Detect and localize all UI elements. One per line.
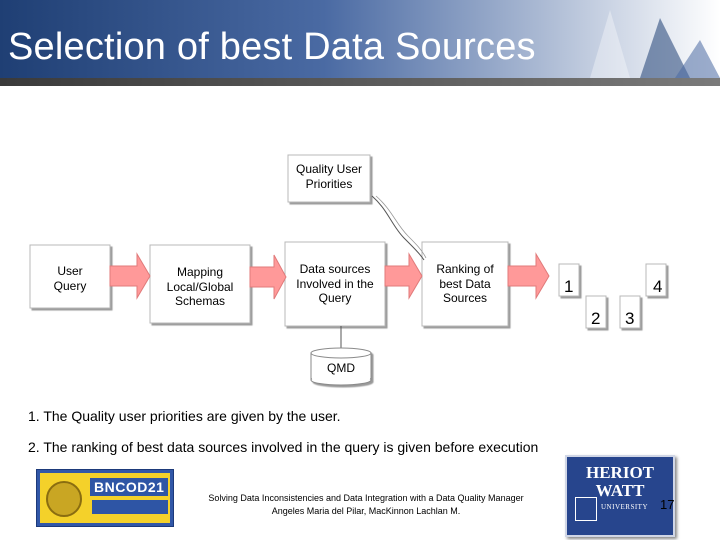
bncod-logo: BNCOD21 <box>36 469 174 527</box>
quality-priorities-label: Quality User Priorities <box>288 162 370 191</box>
qmd-database <box>310 347 372 386</box>
mapping-label: Mapping Local/Global Schemas <box>150 265 250 309</box>
user-query-box <box>29 244 111 309</box>
priorities-to-ranking-connector <box>371 195 425 261</box>
user-query-label: User Query <box>30 264 110 293</box>
data-sources-label: Data sources Involved in the Query <box>285 262 385 306</box>
ranking-text: Ranking of best Data Sources <box>436 262 494 305</box>
ranking-box <box>421 241 509 327</box>
footer-credits: Solving Data Inconsistencies and Data In… <box>186 492 546 518</box>
heriot-watt-logo: HERIOT WATT UNIVERSITY <box>565 455 675 537</box>
arrow-ranking-to-output <box>507 252 550 300</box>
heriot-watt-line-2: WATT <box>595 481 645 500</box>
note-1: 1. The Quality user priorities are given… <box>28 408 341 424</box>
mapping-text: Mapping Local/Global Schemas <box>166 265 234 308</box>
qmd-text: QMD <box>327 361 355 375</box>
number-3: 3 <box>625 309 635 328</box>
data-sources-box <box>284 241 386 327</box>
header-decoration <box>590 10 720 78</box>
heriot-watt-subtitle: UNIVERSITY <box>601 503 648 511</box>
bncod-logo-strip <box>92 500 168 514</box>
number-4: 4 <box>653 277 663 296</box>
number-box-2 <box>585 295 607 329</box>
arrow-sources-to-ranking <box>384 252 423 300</box>
note-2: 2. The ranking of best data sources invo… <box>28 439 539 455</box>
header-divider <box>0 78 720 86</box>
mapping-box <box>149 244 251 324</box>
number-box-4 <box>645 263 667 297</box>
bncod-logo-background: BNCOD21 <box>40 473 170 523</box>
qmd-label: QMD <box>311 361 371 376</box>
slide-header: Selection of best Data Sources <box>0 0 720 78</box>
quality-priorities-text: Quality User Priorities <box>295 162 363 191</box>
arrow-mapping-to-sources <box>249 254 287 300</box>
footer-line-2: Angeles Maria del Pilar, MacKinnon Lachl… <box>271 506 461 516</box>
number-2: 2 <box>591 309 601 328</box>
number-1: 1 <box>564 277 574 296</box>
footer-line-1: Solving Data Inconsistencies and Data In… <box>208 493 524 503</box>
user-query-text: User Query <box>53 264 87 293</box>
slide-title: Selection of best Data Sources <box>8 26 536 68</box>
arrow-query-to-mapping <box>109 252 151 300</box>
data-sources-text: Data sources Involved in the Query <box>296 262 374 305</box>
bncod-logo-text: BNCOD21 <box>90 478 169 496</box>
number-box-3 <box>619 295 641 329</box>
priorities-connector-shadow <box>375 195 427 259</box>
page-number: 17 <box>660 497 675 512</box>
quality-priorities-box <box>287 154 371 203</box>
heriot-watt-line-1: HERIOT <box>585 463 655 482</box>
ranking-label: Ranking of best Data Sources <box>422 262 508 306</box>
key-icon <box>46 481 82 517</box>
number-box-1 <box>558 263 580 297</box>
crest-icon <box>575 497 597 521</box>
